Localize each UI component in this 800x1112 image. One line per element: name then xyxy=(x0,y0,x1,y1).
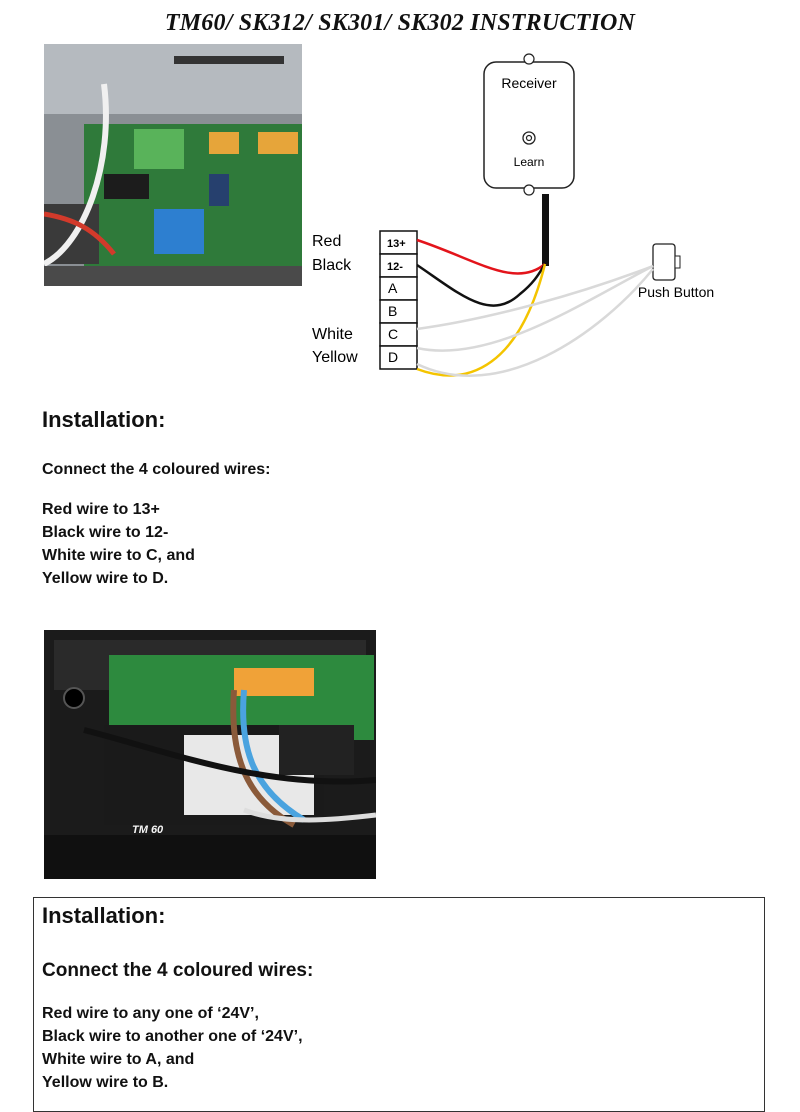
wiring-diagram: Receiver Learn Push Button 13+ 12- A B C… xyxy=(312,53,714,377)
instruction-line: Yellow wire to B. xyxy=(42,1074,169,1091)
terminal-13plus: 13+ xyxy=(387,238,406,250)
receiver-label: Receiver xyxy=(501,75,557,91)
terminal-b: B xyxy=(388,303,397,319)
wire-label-yellow: Yellow xyxy=(312,349,358,366)
yellow-wire xyxy=(416,263,547,377)
learn-label: Learn xyxy=(514,155,545,169)
connect-wires-subheading-1: Connect the 4 coloured wires: xyxy=(42,461,271,478)
installation-box-2: Installation: Connect the 4 coloured wir… xyxy=(33,897,765,1112)
terminal-c: C xyxy=(388,326,398,342)
white-wire xyxy=(416,264,654,352)
instruction-line: Black wire to 12- xyxy=(42,524,169,541)
terminal-block: 13+ 12- A B C D xyxy=(379,230,418,370)
wire-label-white: White xyxy=(312,326,353,343)
instruction-line: White wire to A, and xyxy=(42,1051,195,1068)
wire-label-red: Red xyxy=(312,233,341,250)
connect-wires-subheading-2: Connect the 4 coloured wires: xyxy=(42,960,314,981)
black-wire xyxy=(416,263,547,307)
wiring-instructions-1: Red wire to 13+ Black wire to 12- White … xyxy=(42,498,195,590)
push-button-wire-2 xyxy=(416,268,654,377)
instruction-line: Black wire to another one of ‘24V’, xyxy=(42,1028,303,1045)
terminal-a: A xyxy=(388,280,398,296)
installation-heading-2: Installation: xyxy=(42,903,166,928)
control-board-photo-top xyxy=(44,44,302,286)
push-button-icon xyxy=(652,243,676,281)
wiring-instructions-2: Red wire to any one of ‘24V’, Black wire… xyxy=(42,1002,303,1094)
learn-button-icon xyxy=(522,131,536,145)
installation-heading-1: Installation: xyxy=(42,407,166,432)
wire-label-black: Black xyxy=(312,257,352,274)
push-button-label: Push Button xyxy=(638,284,714,300)
terminal-d: D xyxy=(388,349,398,365)
control-board-photo-bottom: TM 60 xyxy=(44,630,376,879)
red-wire xyxy=(416,238,546,275)
tm60-board-label: TM 60 xyxy=(132,824,164,836)
instruction-line: White wire to C, and xyxy=(42,547,195,564)
document-title: TM60/ SK312/ SK301/ SK302 INSTRUCTION xyxy=(164,10,636,36)
push-button-wire-1 xyxy=(416,264,654,331)
instruction-line: Red wire to any one of ‘24V’, xyxy=(42,1005,259,1022)
receiver-cable xyxy=(542,194,549,266)
terminal-12minus: 12- xyxy=(387,261,403,273)
instruction-line: Yellow wire to D. xyxy=(42,570,169,587)
instruction-line: Red wire to 13+ xyxy=(42,501,160,518)
